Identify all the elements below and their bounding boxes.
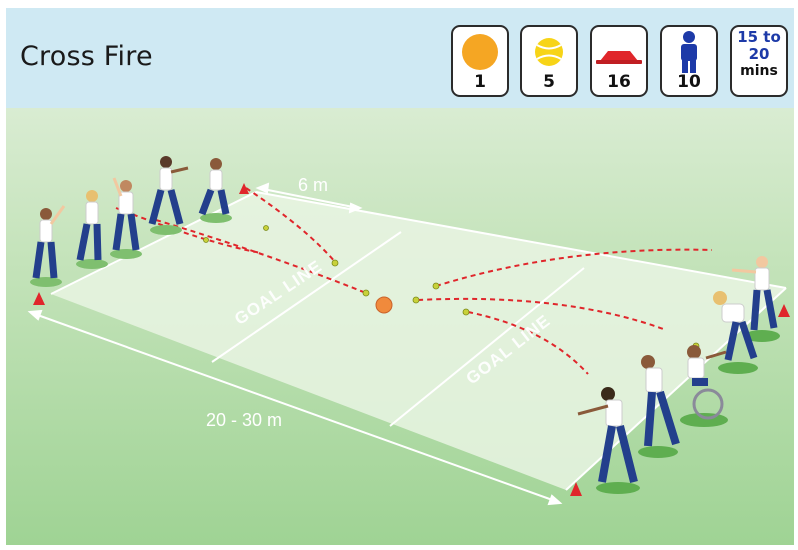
duration-from: 15 to bbox=[732, 29, 786, 46]
player bbox=[30, 206, 64, 287]
large-ball-icon bbox=[453, 27, 507, 77]
large-ball bbox=[376, 297, 392, 313]
player-icon bbox=[662, 27, 716, 77]
cone-marker bbox=[33, 292, 45, 305]
player bbox=[200, 158, 232, 223]
field-diagram bbox=[6, 108, 794, 545]
header-bar: Cross Fire 1 5 16 bbox=[6, 8, 794, 108]
equipment-players: 10 bbox=[660, 25, 718, 97]
equipment-large-ball: 1 bbox=[451, 25, 509, 97]
cone-marker-icon bbox=[592, 27, 646, 77]
cone-marker bbox=[778, 304, 790, 317]
distance-label-short: 6 m bbox=[298, 175, 328, 196]
playing-field: 6 m 20 - 30 m GOAL LINE GOAL LINE bbox=[6, 108, 794, 545]
pitch-surface bbox=[51, 192, 786, 490]
player bbox=[110, 178, 142, 259]
equipment-count: 16 bbox=[592, 72, 646, 92]
equipment-duration: 15 to 20 mins bbox=[730, 25, 788, 97]
time-icon: 15 to 20 mins bbox=[732, 29, 786, 80]
duration-to: 20 bbox=[732, 46, 786, 63]
tennis-ball-icon bbox=[522, 27, 576, 77]
equipment-tennis-balls: 5 bbox=[520, 25, 578, 97]
equipment-count: 10 bbox=[662, 72, 716, 92]
equipment-count: 1 bbox=[453, 72, 507, 92]
duration-unit: mins bbox=[732, 63, 786, 80]
equipment-cones: 16 bbox=[590, 25, 648, 97]
equipment-count: 5 bbox=[522, 72, 576, 92]
distance-label-long: 20 - 30 m bbox=[206, 410, 282, 431]
activity-title: Cross Fire bbox=[20, 41, 153, 72]
player bbox=[76, 190, 108, 269]
